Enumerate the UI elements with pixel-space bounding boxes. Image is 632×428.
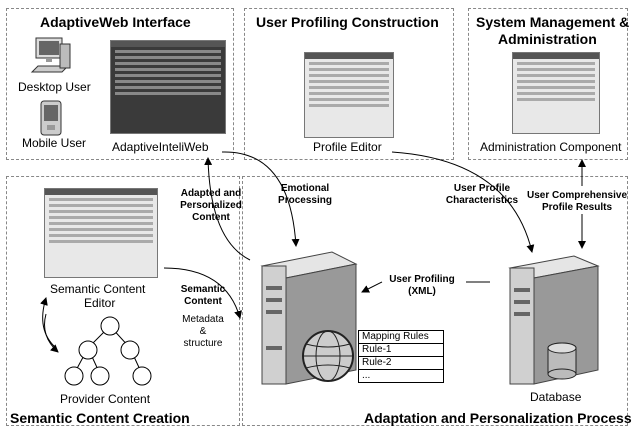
user-profile-characteristics-label-1: User Profile — [453, 183, 511, 194]
adapted-content-label-3: Content — [192, 212, 230, 223]
metadata-label-1: Metadata — [182, 314, 224, 325]
adaptive-web-title: AdaptiveWeb Interface — [40, 14, 191, 30]
desktop-computer-icon — [30, 37, 71, 73]
mapping-rule-1: Rule-1 — [359, 344, 443, 357]
database-label: Database — [530, 390, 582, 404]
user-profile-characteristics-label-2: Characteristics — [445, 195, 519, 206]
semantic-editor-label-1: Semantic Content — [50, 282, 146, 296]
profile-editor-label: Profile Editor — [313, 140, 382, 154]
comprehensive-results-label-1: User Comprehensive — [526, 190, 628, 201]
mobile-device-icon — [40, 100, 62, 136]
provider-content-label: Provider Content — [60, 392, 151, 406]
user-profiling-xml-label-1: User Profiling — [389, 274, 455, 285]
adapted-content-label-1: Adapted and — [180, 188, 242, 199]
profile-editor-screenshot — [304, 52, 394, 138]
database-server-icon — [508, 255, 600, 385]
adaptive-inteliweb-label: AdaptiveInteliWeb — [112, 140, 209, 154]
adaptive-web-panel — [6, 8, 234, 160]
semantic-editor-screenshot — [44, 188, 158, 278]
adaptation-title: Adaptation and Personalization Process — [364, 410, 632, 426]
admin-component-label: Administration Component — [480, 140, 622, 154]
globe-icon — [302, 330, 354, 382]
user-profiling-xml-label-2: (XML) — [408, 286, 436, 297]
semantic-editor-label-2: Editor — [84, 296, 116, 310]
mapping-rules-header: Mapping Rules — [359, 331, 443, 344]
semantic-content-flow-label-2: Content — [184, 296, 222, 307]
mapping-rule-2: Rule-2 — [359, 357, 443, 370]
mapping-rule-more: ... — [362, 370, 371, 381]
admin-component-screenshot — [512, 52, 600, 134]
semantic-content-flow-label-1: Semantic — [180, 284, 226, 295]
emotional-processing-label-2: Processing — [278, 195, 332, 206]
desktop-user-label: Desktop User — [18, 80, 91, 94]
user-profiling-panel — [244, 8, 454, 160]
user-profiling-title: User Profiling Construction — [256, 14, 439, 30]
system-mgmt-title-1: System Management & — [476, 14, 630, 30]
content-tree-icon — [64, 316, 152, 386]
system-mgmt-panel — [468, 8, 628, 160]
adapted-content-label-2: Personalized — [180, 200, 242, 211]
adaptive-inteliweb-screenshot — [110, 40, 226, 134]
comprehensive-results-label-2: Profile Results — [541, 202, 613, 213]
semantic-creation-title: Semantic Content Creation — [10, 410, 190, 426]
system-mgmt-title-2: Administration — [498, 31, 597, 47]
metadata-label-3: structure — [183, 338, 223, 349]
metadata-label-2: & — [199, 326, 207, 337]
mobile-user-label: Mobile User — [22, 136, 87, 150]
mapping-rules-table: Mapping Rules Rule-1 Rule-2 ... — [358, 330, 444, 383]
emotional-processing-label-1: Emotional — [280, 183, 330, 194]
